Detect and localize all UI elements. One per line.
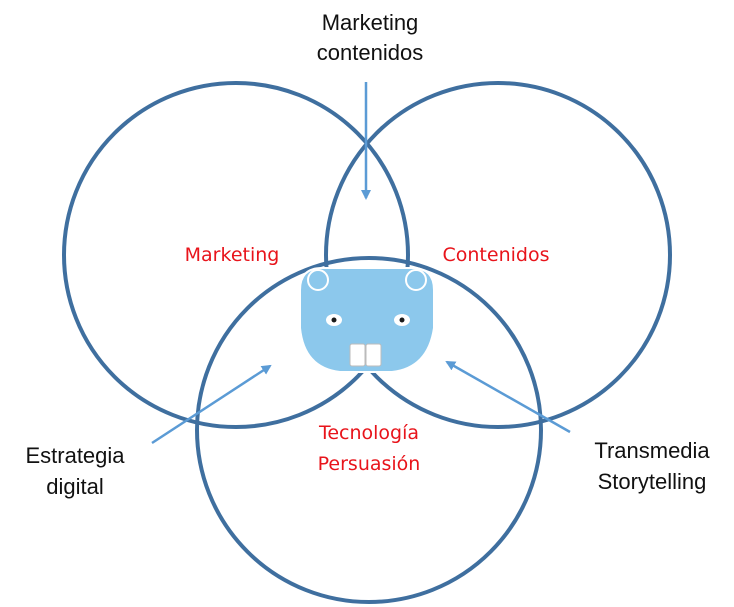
beaver-face-icon <box>299 267 435 373</box>
arrow-left <box>151 364 272 445</box>
label-marketing: Marketing <box>185 244 280 266</box>
callout-top-line1: Marketing <box>322 10 419 35</box>
circle-contenidos <box>324 81 672 429</box>
callout-top-line2: contenidos <box>317 40 423 65</box>
callout-right-line1: Transmedia <box>594 438 710 463</box>
arrow-right <box>445 360 571 434</box>
callout-left-line1: Estrategia <box>25 443 125 468</box>
circle-marketing <box>62 81 410 429</box>
callout-left-line2: digital <box>46 474 103 499</box>
label-tecnologia: Tecnología <box>318 422 419 444</box>
circle-tecnologia <box>195 256 543 604</box>
label-contenidos: Contenidos <box>443 244 550 266</box>
callout-right-line2: Storytelling <box>598 469 707 494</box>
label-persuasion: Persuasión <box>318 453 421 475</box>
